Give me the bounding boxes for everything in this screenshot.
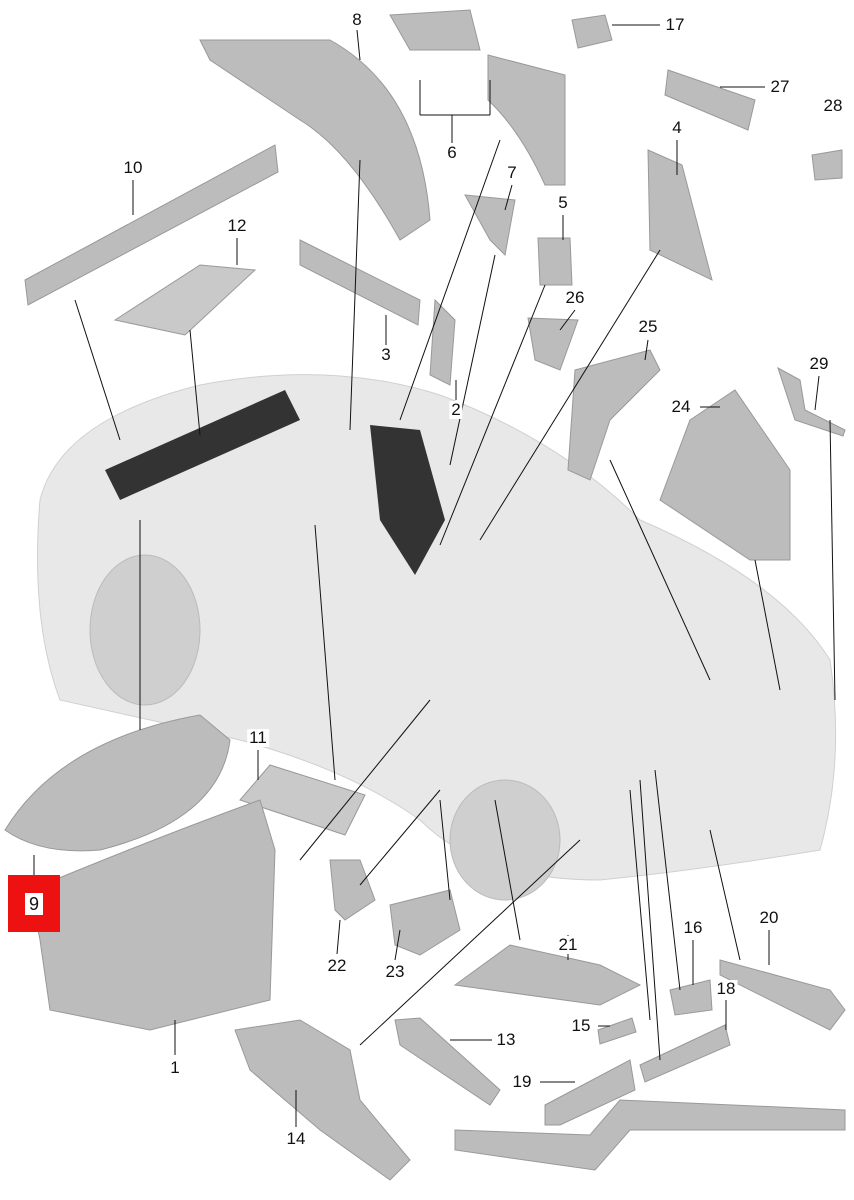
callout-label-2[interactable]: 2 — [449, 400, 463, 419]
callout-label-7[interactable]: 7 — [505, 163, 519, 182]
callout-label-6[interactable]: 6 — [445, 143, 459, 162]
leader-line — [359, 839, 581, 1046]
callout-label-8[interactable]: 8 — [350, 10, 364, 29]
leader-line — [709, 829, 741, 961]
part-15[interactable] — [597, 1017, 637, 1045]
part-27[interactable] — [664, 69, 756, 131]
highlighted-part-callout[interactable]: 9 — [8, 875, 60, 932]
part-9[interactable] — [4, 714, 231, 852]
leader-line — [644, 339, 649, 361]
leader-line — [189, 329, 201, 436]
part-6a[interactable] — [389, 9, 481, 51]
leader-line — [439, 284, 546, 546]
part-5[interactable] — [537, 237, 573, 286]
part-11[interactable] — [239, 764, 366, 836]
leader-line — [829, 419, 836, 701]
callout-label-27[interactable]: 27 — [768, 77, 792, 96]
callout-label-15[interactable]: 15 — [569, 1016, 593, 1035]
part-17[interactable] — [571, 14, 613, 49]
part-8[interactable] — [199, 39, 431, 241]
foam-pillar — [370, 425, 445, 575]
part-bottom-rail[interactable] — [454, 1099, 846, 1171]
leader-line — [394, 929, 401, 961]
callout-label-24[interactable]: 24 — [669, 397, 693, 416]
part-6b[interactable] — [487, 54, 566, 186]
part-18[interactable] — [639, 1024, 731, 1083]
leader-line — [349, 159, 361, 431]
leader-line — [359, 789, 441, 886]
foam-rear — [105, 390, 300, 500]
leader-line — [399, 139, 501, 421]
leader-line — [639, 779, 661, 1061]
part-13[interactable] — [394, 1017, 501, 1106]
callout-label-28[interactable]: 28 — [821, 96, 845, 115]
callout-label-21[interactable]: 21 — [556, 935, 580, 954]
leader-line — [609, 459, 711, 681]
leader-line — [629, 789, 651, 1021]
callout-label-16[interactable]: 16 — [681, 918, 705, 937]
part-26[interactable] — [527, 317, 579, 371]
callout-label-14[interactable]: 14 — [284, 1129, 308, 1148]
callout-label-11[interactable]: 11 — [247, 728, 269, 747]
callout-label-17[interactable]: 17 — [663, 15, 687, 34]
callout-label-1[interactable]: 1 — [168, 1058, 182, 1077]
callout-label-5[interactable]: 5 — [556, 193, 570, 212]
callout-label-13[interactable]: 13 — [494, 1030, 518, 1049]
part-19[interactable] — [544, 1059, 636, 1126]
leader-line — [74, 299, 121, 441]
leader-line — [336, 919, 341, 955]
leader-line — [754, 559, 781, 691]
part-28[interactable] — [811, 149, 843, 181]
part-25[interactable] — [567, 349, 661, 481]
part-20[interactable] — [719, 959, 846, 1031]
leader-line — [299, 699, 431, 861]
leader-line — [479, 249, 661, 541]
callout-label-4[interactable]: 4 — [670, 118, 684, 137]
part-14[interactable] — [234, 1019, 411, 1181]
rear-wheel — [89, 554, 201, 706]
callout-label-25[interactable]: 25 — [636, 317, 660, 336]
leader-line — [814, 375, 820, 411]
leader-line — [439, 799, 451, 901]
callout-label-10[interactable]: 10 — [121, 158, 145, 177]
part-1[interactable] — [29, 799, 276, 1031]
part-29[interactable] — [777, 366, 846, 437]
callout-label-18[interactable]: 18 — [714, 979, 738, 998]
part-22[interactable] — [329, 859, 376, 921]
leader-line — [504, 184, 513, 211]
part-21[interactable] — [453, 944, 642, 1006]
leader-line — [654, 769, 681, 991]
callout-label-26[interactable]: 26 — [563, 288, 587, 307]
part-7[interactable] — [464, 194, 516, 257]
part-10[interactable] — [24, 144, 279, 306]
part-3[interactable] — [299, 239, 421, 326]
part-24[interactable] — [659, 389, 791, 561]
callout-label-19[interactable]: 19 — [510, 1072, 534, 1091]
front-wheel — [449, 779, 561, 901]
leader-line — [356, 29, 361, 61]
part-4[interactable] — [647, 149, 713, 281]
callout-label-3[interactable]: 3 — [379, 345, 393, 364]
part-23[interactable] — [389, 889, 461, 956]
leader-line — [559, 309, 576, 331]
leader-line — [494, 799, 521, 941]
callout-label-9: 9 — [24, 892, 43, 915]
part-16[interactable] — [669, 979, 713, 1016]
part-12[interactable] — [113, 264, 257, 336]
callout-label-20[interactable]: 20 — [757, 908, 781, 927]
callout-label-23[interactable]: 23 — [383, 962, 407, 981]
leader-line — [314, 524, 336, 781]
callout-label-29[interactable]: 29 — [807, 354, 831, 373]
callout-label-12[interactable]: 12 — [225, 216, 249, 235]
part-2[interactable] — [429, 298, 456, 386]
callout-label-22[interactable]: 22 — [325, 956, 349, 975]
leader-line — [449, 254, 496, 466]
